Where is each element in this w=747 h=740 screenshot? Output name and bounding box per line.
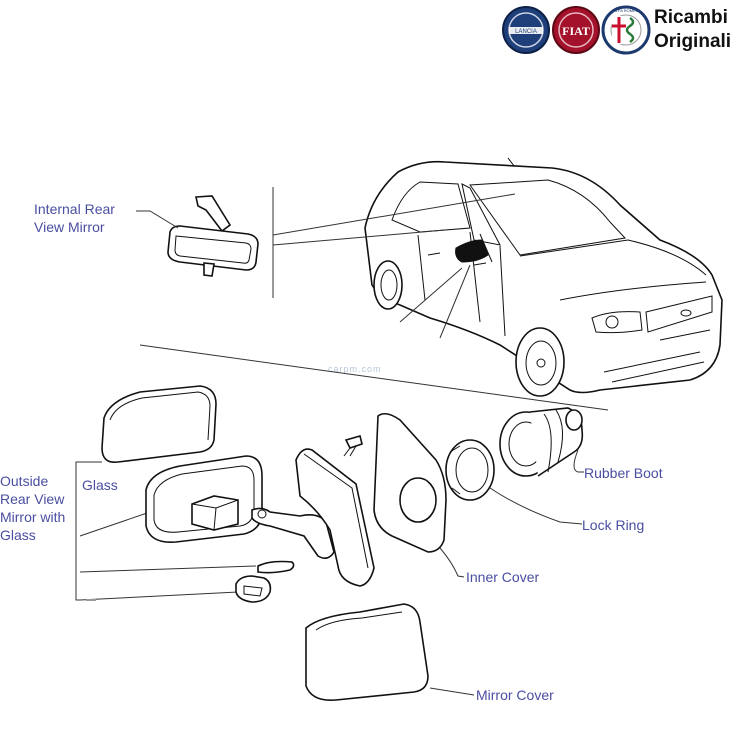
- part-leaders: [429, 449, 584, 696]
- label-outside-line4: Glass: [0, 527, 36, 543]
- screw-part: [343, 435, 363, 457]
- alfa-logo-text: ALFA ROMEO: [613, 8, 639, 13]
- lancia-logo-text: LANCIA: [515, 29, 537, 35]
- rubber-boot: [499, 407, 584, 477]
- label-outside-line2: Rear View: [0, 491, 65, 507]
- inner-cover: [373, 412, 447, 553]
- motor-cap-part: [235, 575, 272, 603]
- mirror-cover: [305, 603, 429, 702]
- label-mirror-cover: Mirror Cover: [476, 687, 554, 703]
- fiat-logo-text: FIAT: [562, 24, 590, 38]
- label-lock-ring: Lock Ring: [582, 517, 644, 533]
- label-internal-mirror-line1: Internal Rear: [34, 201, 115, 217]
- watermark: carpm.com: [328, 364, 382, 374]
- outside-mirror-housing: [145, 448, 375, 587]
- brand-title-line2: Originali: [654, 31, 731, 52]
- car-illustration: [364, 157, 723, 397]
- lancia-logo: LANCIA: [502, 6, 550, 54]
- label-outside-line3: Mirror with: [0, 509, 65, 525]
- brand-header: LANCIA FIAT ALFA ROMEO Ricambi Originali: [502, 5, 731, 55]
- brand-title-line1: Ricambi: [654, 7, 728, 28]
- label-inner-cover: Inner Cover: [466, 569, 539, 585]
- fiat-logo: FIAT: [552, 6, 600, 54]
- alfa-romeo-logo: ALFA ROMEO: [601, 5, 651, 55]
- label-glass: Glass: [82, 477, 118, 493]
- label-rubber-boot: Rubber Boot: [584, 465, 663, 481]
- leader-lines: [75, 187, 609, 601]
- labels: Internal Rear View Mirror Outside Rear V…: [0, 201, 663, 703]
- label-internal-mirror-line2: View Mirror: [34, 219, 105, 235]
- lock-ring: [445, 439, 495, 501]
- small-seal-part: [257, 560, 295, 574]
- label-outside-line1: Outside: [0, 473, 48, 489]
- mirror-glass: [101, 385, 217, 464]
- internal-rear-view-mirror: [167, 195, 259, 277]
